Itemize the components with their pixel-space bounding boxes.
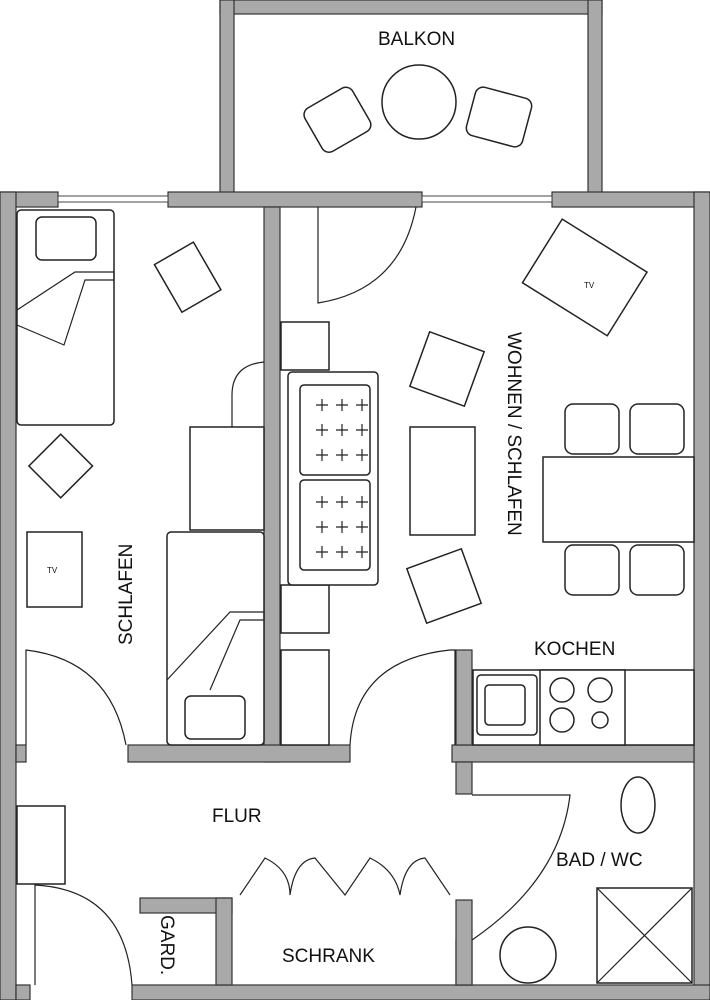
interior-walls — [15, 206, 695, 986]
room-label-balkon: BALKON — [378, 29, 455, 50]
tv-label-living: TV — [584, 281, 595, 290]
room-label-gard: GARD. — [156, 915, 177, 975]
tv-label: TV — [47, 566, 58, 575]
room-label-flur: FLUR — [212, 806, 262, 827]
room-label-bad: BAD / WC — [556, 850, 643, 871]
room-label-schrank: SCHRANK — [282, 946, 375, 967]
room-label-schlafen: SCHLAFEN — [116, 544, 137, 645]
windows — [57, 195, 553, 203]
sofa-cushion-pattern — [316, 399, 368, 558]
balcony-furniture — [303, 64, 533, 153]
living-furniture: TV — [280, 206, 695, 746]
room-label-kochen: KOCHEN — [534, 639, 615, 660]
room-label-wohnen: WOHNEN / SCHLAFEN — [503, 332, 524, 536]
bedroom-furniture: TV — [16, 209, 265, 746]
kitchen-furniture — [472, 669, 695, 746]
hall-bath-furniture — [16, 649, 693, 986]
